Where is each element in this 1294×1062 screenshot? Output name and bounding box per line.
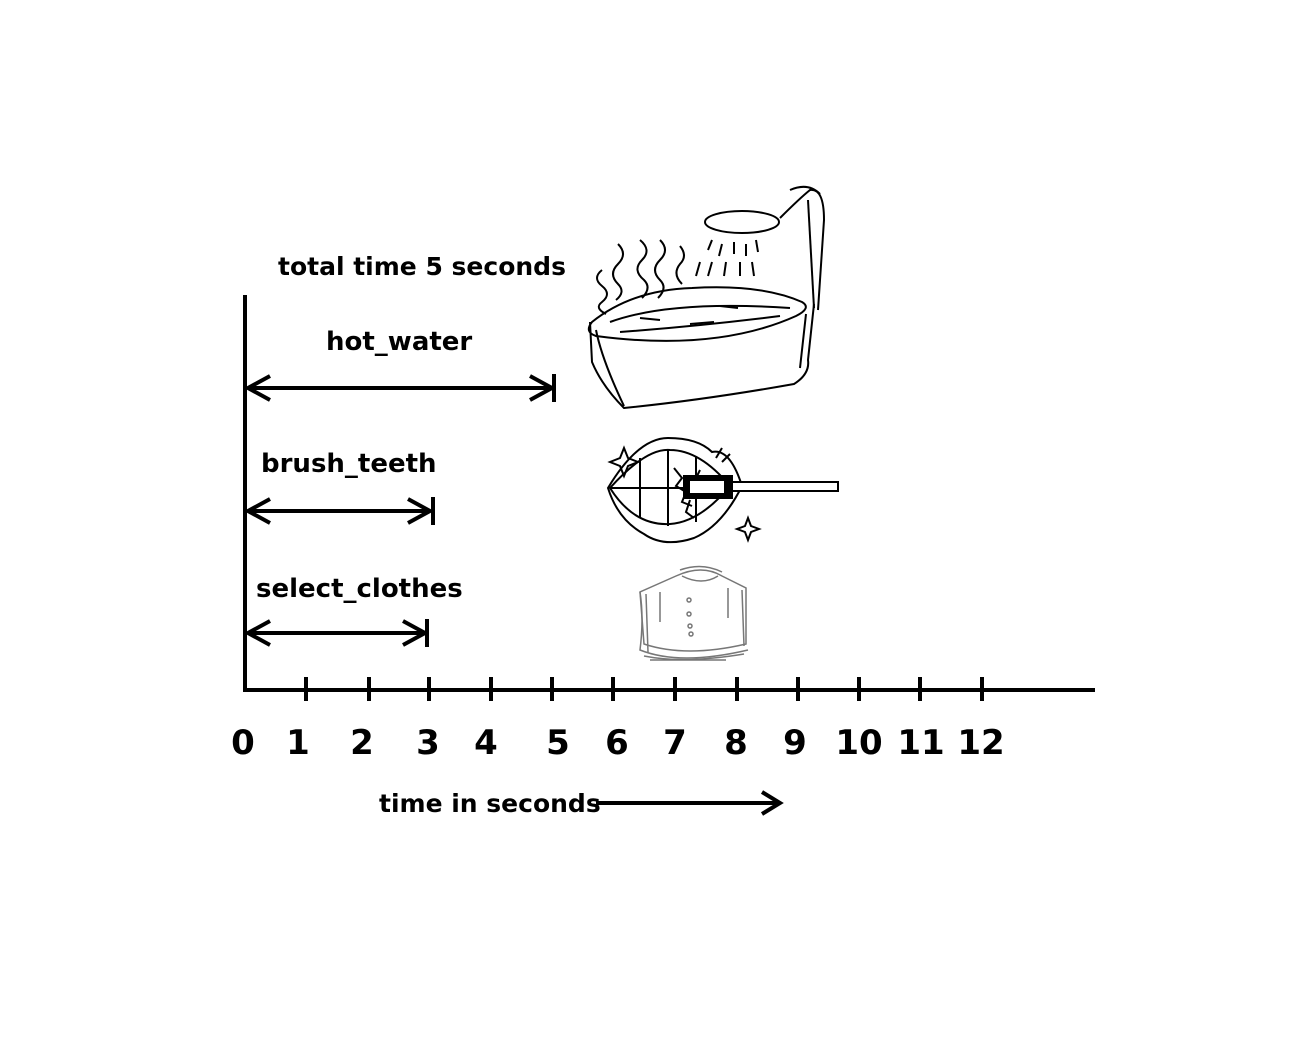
bathtub-shower-icon [587, 185, 826, 410]
task-row-hot-water: hot_water [243, 327, 557, 402]
task-row-select-clothes: select_clothes [243, 574, 463, 647]
diagram-title: total time 5 seconds [278, 252, 566, 281]
x-tick-label-12: 12 [957, 723, 1004, 763]
x-tick-label-10: 10 [835, 723, 882, 763]
x-tick-label-8: 8 [724, 723, 748, 763]
duration-arrow-brush-teeth [243, 497, 435, 525]
shirt-icon [639, 565, 749, 661]
task-label-hot-water: hot_water [326, 327, 472, 357]
x-axis-label: time in seconds [379, 789, 601, 818]
x-tick-label-2: 2 [350, 723, 374, 763]
task-label-brush-teeth: brush_teeth [261, 449, 437, 479]
x-tick-label-11: 11 [897, 723, 944, 763]
x-tick-label-7: 7 [663, 723, 687, 763]
x-tick-label-9: 9 [783, 723, 807, 763]
x-axis-direction-arrow [596, 790, 784, 816]
duration-arrow-select-clothes [243, 619, 430, 647]
x-tick-label-3: 3 [416, 723, 440, 763]
task-label-select-clothes: select_clothes [256, 574, 463, 604]
task-row-brush-teeth: brush_teeth [243, 449, 437, 525]
duration-arrow-hot-water [243, 374, 557, 402]
x-tick-label-1: 1 [286, 723, 310, 763]
x-tick-label-4: 4 [474, 723, 498, 763]
toothbrush-mouth-icon [606, 436, 839, 544]
x-tick-label-0: 0 [231, 723, 255, 763]
x-tick-label-5: 5 [546, 723, 570, 763]
x-tick-label-6: 6 [605, 723, 629, 763]
